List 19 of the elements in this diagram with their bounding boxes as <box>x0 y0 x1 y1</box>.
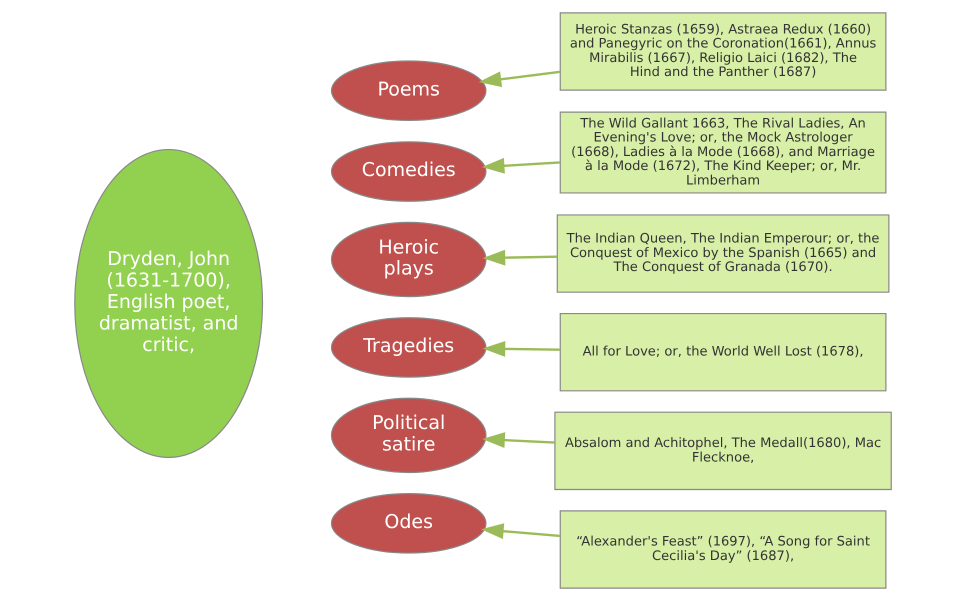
node-ellipse: Poems <box>330 60 486 122</box>
node-box: The Indian Queen, The Indian Emperour; or, the Conquest of Mexico by the Spanish (1665) and The Conquest of Granada (1670). <box>556 214 889 293</box>
node-box: The Wild Gallant 1663, The Rival Ladies, An Evening's Love; or, the Mock Astrologer (1668), Ladies à la Mode (1668), and Marriage à la Mode (1672), The Kind Keeper; or, Mr. Limberham <box>559 112 886 194</box>
node-box: All for Love; or, the World Well Lost (1678), <box>559 312 886 392</box>
arrow <box>482 432 554 448</box>
node-box: “Alexander's Feast” (1697), “A Song for Saint Cecilia's Day” (1687), <box>559 510 886 589</box>
arrow <box>482 340 560 357</box>
arrow <box>481 158 560 174</box>
node-ellipse: Comedies <box>330 141 486 202</box>
node-box: Heroic Stanzas (1659), Astraea Redux (1660) and Panegyric on the Coronation(1661), Annus Mirabilis (1667), Religio Laici (1682), The Hind and the Panther (1687) <box>559 12 886 91</box>
node-ellipse: Odes <box>330 493 486 554</box>
node-ellipse: Heroic plays <box>330 222 486 298</box>
node-ellipse: Political satire <box>330 398 486 474</box>
arrow <box>482 250 557 266</box>
node-ellipse: Dryden, John (1631-1700), English poet, dramatist, and critic, <box>74 148 263 458</box>
arrow <box>478 70 560 88</box>
node-ellipse: Tragedies <box>330 317 486 378</box>
arrow <box>480 523 560 540</box>
node-box: Absalom and Achitophel, The Medall(1680), Mac Flecknoe, <box>554 412 892 490</box>
